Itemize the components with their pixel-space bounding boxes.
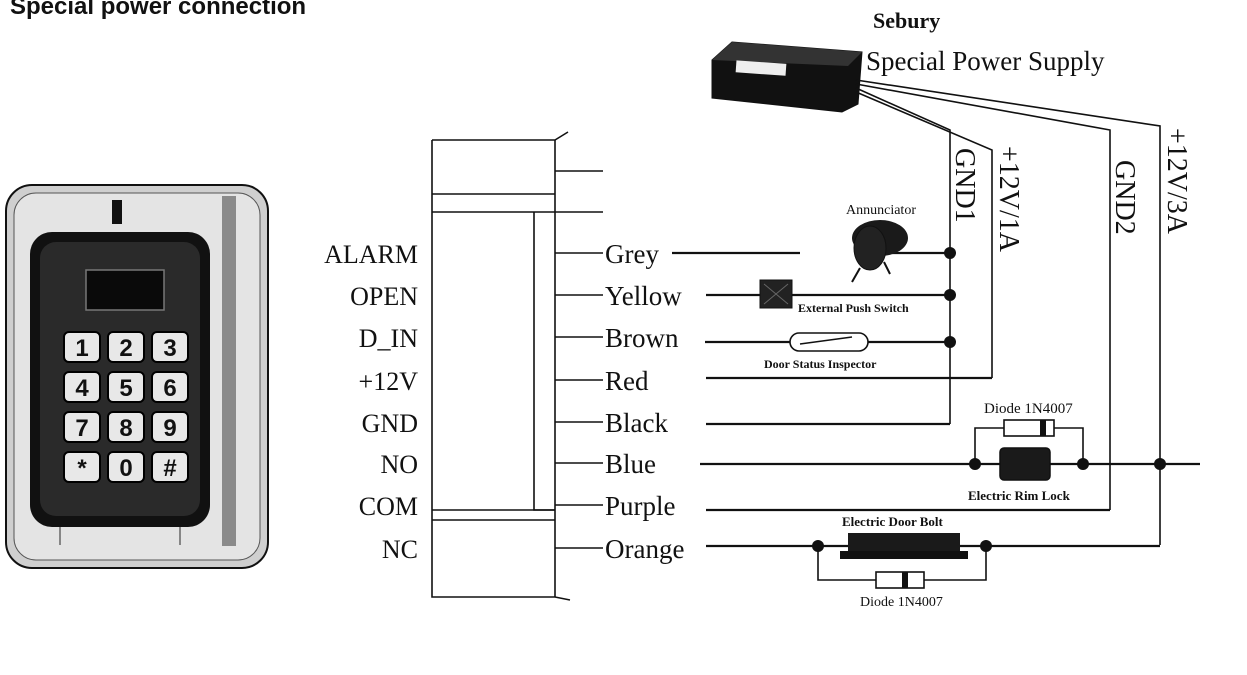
door-inspector-icon [789,332,869,352]
keypad-key-label: 8 [119,415,132,442]
keypad-key [151,411,189,443]
rim-lock-label: Electric Rim Lock [968,488,1071,503]
output-label-gnd1: GND1 [949,148,980,223]
wire-color-label: Orange [605,534,684,564]
keypad-key-label: 3 [163,335,176,362]
power-supply: Sebury Special Power Supply [711,8,1105,113]
wire-color-label: Red [605,366,649,396]
power-supply-name: Special Power Supply [866,46,1105,76]
page-title: Special power connection [10,0,306,20]
output-label-12v-3a: +12V/3A [1161,128,1192,235]
door-inspector-label: Door Status Inspector [764,357,877,371]
terminal-block [431,131,603,601]
keypad-key-label: * [77,455,87,482]
keypad-key [63,371,101,403]
terminal-pin-labels: ALARM OPEN D_IN +12V GND NO COM NC [324,240,418,564]
keypad-key [107,331,145,363]
keypad-key [151,451,189,483]
keypad-key [151,331,189,363]
wire-color-label: Purple [605,491,676,521]
pin-label: D_IN [359,324,418,353]
output-label-gnd2: GND2 [1109,160,1140,235]
pin-label: NO [380,450,418,479]
wire-color-label: Black [605,408,668,438]
keypad-key [107,411,145,443]
keypad-key [63,451,101,483]
door-bolt-label: Electric Door Bolt [842,514,944,529]
diode-top-label: Diode 1N4007 [984,401,1073,417]
pin-label: ALARM [324,240,418,269]
keypad-keys: 1 2 3 4 5 6 7 8 9 * 0 # [63,331,189,483]
keypad-key-label: 2 [119,335,132,362]
wire-lines [672,251,1200,548]
junction-dots [812,247,1166,552]
wire-color-label: Blue [605,449,656,479]
keypad-key-label: 6 [163,375,176,402]
keypad-key [63,331,101,363]
keypad-key-label: 4 [75,375,89,402]
keypad-key-label: 7 [75,415,88,442]
pin-label: +12V [359,367,419,396]
keypad-key [107,371,145,403]
wire-color-label: Brown [605,323,679,353]
keypad-key-label: # [163,455,176,482]
door-bolt-diode-loop [817,533,987,589]
power-supply-cables [855,79,1161,545]
push-switch-label: External Push Switch [798,301,909,315]
annunciator-label: Annunciator [846,203,916,218]
keypad-key-label: 9 [163,415,176,442]
pin-label: COM [359,492,418,521]
pin-label: NC [382,535,418,564]
keypad-key [63,411,101,443]
wire-color-label: Grey [605,239,659,269]
push-switch-icon [759,279,793,309]
pin-label: GND [362,409,418,438]
pin-label: OPEN [350,282,418,311]
keypad-key-label: 1 [75,335,88,362]
keypad-key-label: 0 [119,455,132,482]
power-supply-brand: Sebury [873,8,940,33]
wire-color-label: Yellow [605,281,682,311]
output-label-12v-1a: +12V/1A [993,146,1024,253]
annunciator-icon [851,220,908,283]
rim-lock-diode-loop [974,419,1084,481]
keypad-key [151,371,189,403]
keypad-key-label: 5 [119,375,132,402]
keypad-device: 1 2 3 4 5 6 7 8 9 * 0 # [5,184,269,569]
keypad-key [107,451,145,483]
diode-bottom-label: Diode 1N4007 [860,595,943,610]
